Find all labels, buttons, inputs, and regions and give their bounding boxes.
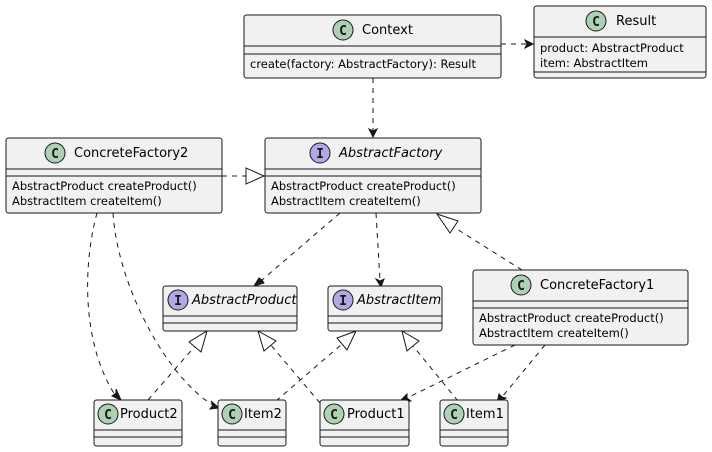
dependency-cf1-item1 bbox=[501, 344, 546, 398]
interface-kind-letter: I bbox=[174, 294, 182, 309]
triangle-item2-abstractitem bbox=[336, 330, 357, 351]
interface-badge-icon bbox=[309, 142, 331, 164]
triangle-product1-abstractproduct bbox=[257, 329, 277, 352]
class-name: Context bbox=[362, 23, 413, 38]
interface-name: AbstractProduct bbox=[191, 293, 297, 308]
arrowhead-af-abstractproduct bbox=[252, 277, 265, 287]
dependency-cf2-product2 bbox=[87, 212, 116, 396]
triangle-product2-abstractproduct bbox=[188, 329, 208, 353]
class-item1[interactable]: C Item1 bbox=[439, 399, 509, 447]
class-concretefactory2[interactable]: C ConcreteFactory2 AbstractProduct creat… bbox=[5, 137, 223, 214]
class-member: product: AbstractProduct bbox=[540, 41, 684, 55]
class-badge-icon bbox=[44, 142, 66, 164]
class-result[interactable]: C Result product: AbstractProduct item: … bbox=[533, 5, 707, 79]
triangle-cf2-abstractfactory bbox=[245, 167, 266, 185]
dependency-cf1-product1 bbox=[406, 344, 516, 399]
class-badge-icon bbox=[97, 403, 119, 425]
interface-name: AbstractFactory bbox=[338, 146, 443, 161]
class-name: Product2 bbox=[120, 407, 178, 422]
arrowhead-cf2-item2 bbox=[208, 400, 221, 410]
arrowhead-context-result bbox=[523, 38, 535, 50]
interface-badge-icon bbox=[167, 289, 189, 311]
realization-item1-abstractitem bbox=[412, 345, 459, 402]
class-kind-letter: C bbox=[450, 408, 458, 423]
dependency-cf2-item2 bbox=[112, 212, 214, 406]
class-kind-letter: C bbox=[330, 408, 338, 423]
relationships bbox=[87, 38, 546, 410]
class-badge-icon bbox=[332, 19, 354, 41]
class-name: ConcreteFactory2 bbox=[74, 146, 188, 161]
interface-kind-letter: I bbox=[339, 294, 347, 309]
class-name: ConcreteFactory1 bbox=[540, 278, 654, 293]
class-name: Result bbox=[616, 14, 656, 29]
arrowhead-af-abstractitem bbox=[374, 277, 385, 289]
class-product1[interactable]: C Product1 bbox=[319, 399, 410, 447]
interface-kind-letter: I bbox=[316, 147, 324, 162]
class-item2[interactable]: C Item2 bbox=[217, 399, 287, 447]
class-kind-letter: C bbox=[104, 408, 112, 423]
class-member: AbstractProduct createProduct() bbox=[12, 179, 197, 193]
interface-name: AbstractItem bbox=[356, 293, 441, 308]
class-badge-icon bbox=[323, 403, 345, 425]
interface-member: AbstractProduct createProduct() bbox=[271, 179, 456, 193]
arrowhead-cf2-product2 bbox=[111, 388, 122, 401]
interface-badge-icon bbox=[332, 289, 354, 311]
class-context[interactable]: C Context create(factory: AbstractFactor… bbox=[243, 14, 502, 79]
class-name: Item2 bbox=[244, 407, 282, 422]
realization-item2-abstractitem bbox=[275, 343, 343, 402]
class-concretefactory1[interactable]: C ConcreteFactory1 AbstractProduct creat… bbox=[472, 269, 689, 346]
realization-product1-abstractproduct bbox=[269, 343, 321, 404]
realization-product2-abstractproduct bbox=[147, 344, 197, 401]
interface-abstractproduct[interactable]: I AbstractProduct bbox=[162, 285, 298, 332]
dependency-af-abstractitem bbox=[375, 212, 381, 281]
realization-cf1-abstractfactory bbox=[451, 225, 523, 271]
class-kind-letter: C bbox=[339, 24, 347, 39]
class-badge-icon bbox=[585, 10, 607, 32]
class-name: Item1 bbox=[466, 407, 504, 422]
class-kind-letter: C bbox=[592, 15, 600, 30]
interface-member: AbstractItem createItem() bbox=[271, 194, 421, 208]
class-member: AbstractItem createItem() bbox=[12, 194, 162, 208]
class-member: item: AbstractItem bbox=[540, 56, 648, 70]
class-kind-letter: C bbox=[51, 147, 59, 162]
dependency-af-abstractproduct bbox=[261, 212, 341, 281]
class-member: create(factory: AbstractFactory): Result bbox=[250, 57, 477, 71]
interface-abstractitem[interactable]: I AbstractItem bbox=[327, 285, 443, 332]
class-product2[interactable]: C Product2 bbox=[93, 399, 183, 447]
triangle-cf1-abstractfactory bbox=[435, 213, 459, 234]
class-badge-icon bbox=[443, 403, 465, 425]
class-kind-letter: C bbox=[517, 279, 525, 294]
arrowhead-context-abstractfactory bbox=[367, 127, 379, 139]
class-badge-icon bbox=[221, 403, 243, 425]
class-name: Product1 bbox=[347, 407, 405, 422]
triangle-item1-abstractitem bbox=[401, 329, 420, 352]
class-member: AbstractProduct createProduct() bbox=[479, 311, 664, 325]
class-kind-letter: C bbox=[228, 408, 236, 423]
class-badge-icon bbox=[510, 274, 532, 296]
class-member: AbstractItem createItem() bbox=[479, 326, 629, 340]
interface-abstractfactory[interactable]: I AbstractFactory AbstractProduct create… bbox=[264, 137, 482, 214]
